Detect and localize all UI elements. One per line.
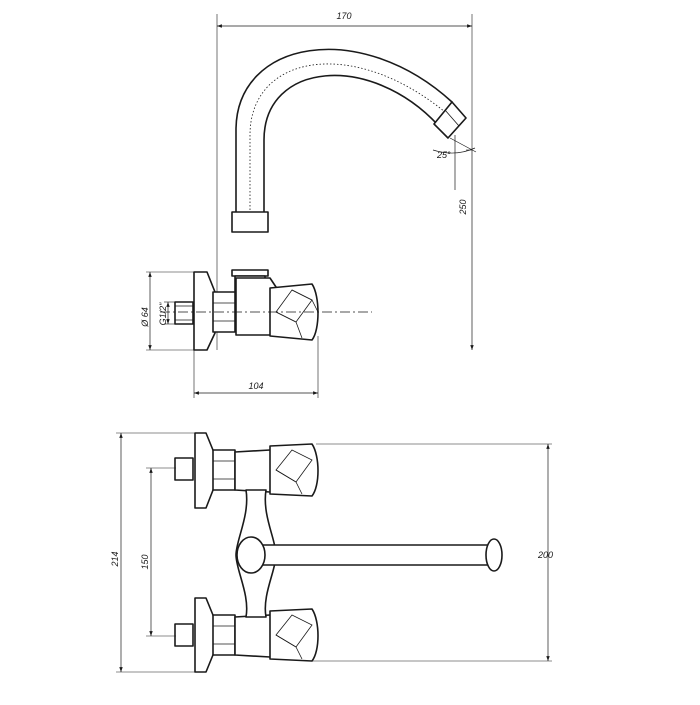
overall-height-label: 214 xyxy=(110,551,120,567)
spout xyxy=(235,48,467,216)
angle-label: 25° xyxy=(436,150,451,160)
upper-inlet-assembly xyxy=(174,432,319,509)
lower-inlet-assembly xyxy=(174,597,319,673)
front-view: 214 150 200 xyxy=(110,432,553,673)
wall-flange xyxy=(193,271,216,351)
spout-collar xyxy=(231,211,269,233)
inlet-spacing-label: 150 xyxy=(140,554,150,569)
aerator xyxy=(433,101,467,139)
depth-dimension-label: 104 xyxy=(248,381,263,391)
lower-handle xyxy=(269,608,319,662)
threaded-inlet xyxy=(174,301,194,325)
reach-dimension-label: 170 xyxy=(336,11,351,21)
side-view: 170 25° 250 xyxy=(140,11,477,398)
swivel-spout xyxy=(236,536,503,574)
height-dimension-label: 250 xyxy=(458,199,468,215)
thread-size-label: G1/2" xyxy=(158,302,168,326)
flange-diameter-label: Ø 64 xyxy=(140,307,150,328)
outlet-height-label: 200 xyxy=(537,550,553,560)
upper-handle xyxy=(269,443,319,497)
